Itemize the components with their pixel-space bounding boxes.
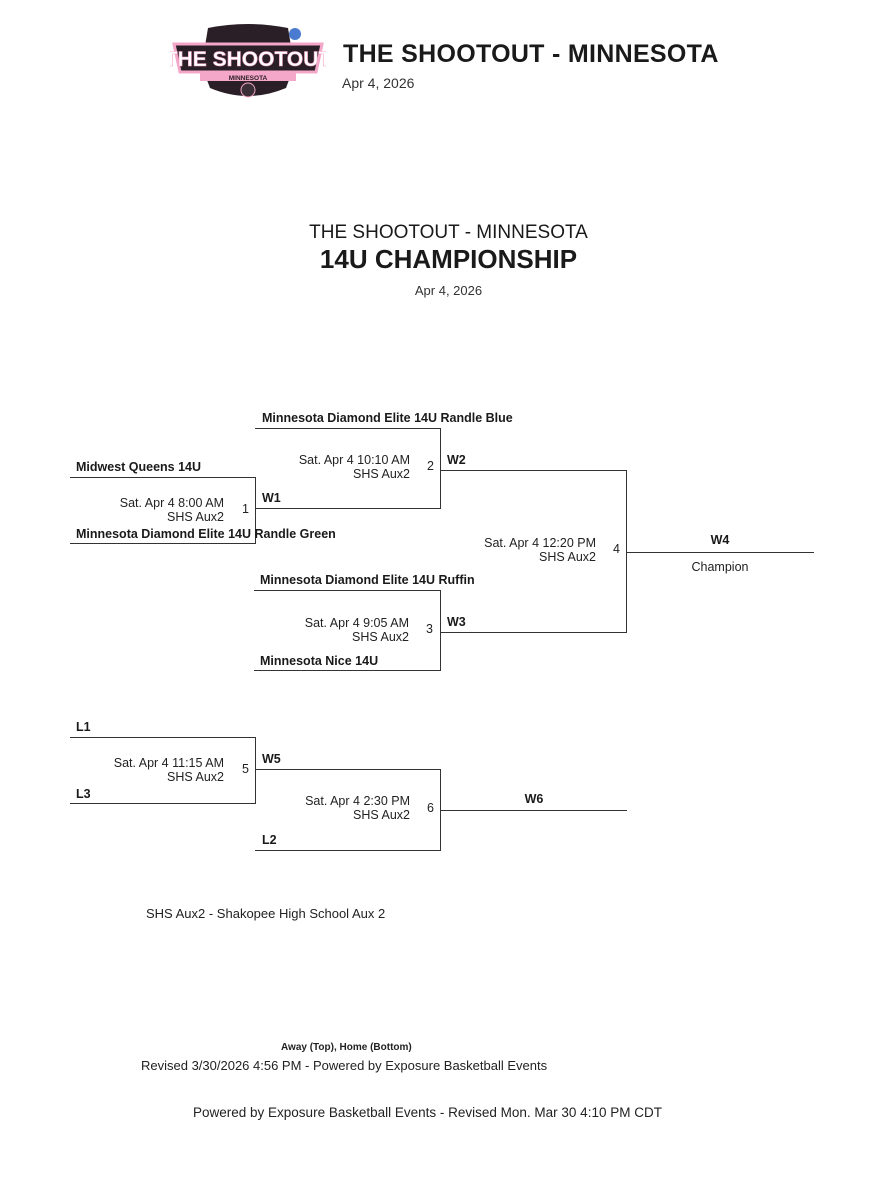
game3-location: SHS Aux2 xyxy=(352,630,409,644)
game3-info: Sat. Apr 4 9:05 AM SHS Aux2 xyxy=(275,616,409,644)
game6-top-line xyxy=(255,769,441,770)
game1-connector xyxy=(255,477,256,544)
game4-connector xyxy=(626,470,627,632)
game4-time: Sat. Apr 4 12:20 PM xyxy=(484,536,596,550)
page-title: THE SHOOTOUT - MINNESOTA xyxy=(343,40,719,68)
game2-away-team[interactable]: Minnesota Diamond Elite 14U Randle Blue xyxy=(262,411,513,425)
game3-connector xyxy=(440,590,441,670)
consolation-winner-line xyxy=(440,810,627,811)
game1-top-line xyxy=(70,477,256,478)
footer-text: Powered by Exposure Basketball Events - … xyxy=(193,1105,662,1120)
game6-home-slot[interactable]: L2 xyxy=(262,833,277,847)
bracket-title: THE SHOOTOUT - MINNESOTA xyxy=(309,222,588,243)
game4-number: 4 xyxy=(613,542,620,556)
game4-home-slot[interactable]: W3 xyxy=(447,615,466,629)
game1-time: Sat. Apr 4 8:00 AM xyxy=(119,496,224,510)
game5-top-line xyxy=(70,737,256,738)
game3-top-line xyxy=(254,590,441,591)
game3-bottom-line xyxy=(254,670,441,671)
page-date: Apr 4, 2026 xyxy=(342,75,415,91)
game1-away-team[interactable]: Midwest Queens 14U xyxy=(76,460,202,474)
game2-home-slot[interactable]: W1 xyxy=(262,491,281,505)
game1-number: 1 xyxy=(242,502,249,516)
bracket-subtitle: 14U CHAMPIONSHIP xyxy=(319,244,578,274)
game5-connector xyxy=(255,737,256,803)
location-legend: SHS Aux2 - Shakopee High School Aux 2 xyxy=(146,906,386,921)
revised-note: Revised 3/30/2026 4:56 PM - Powered by E… xyxy=(141,1058,548,1073)
game6-info: Sat. Apr 4 2:30 PM SHS Aux2 xyxy=(276,794,410,822)
game5-away-slot[interactable]: L1 xyxy=(76,720,91,734)
game1-info: Sat. Apr 4 8:00 AM SHS Aux2 xyxy=(90,496,224,524)
game4-bottom-line xyxy=(440,632,627,633)
game5-bottom-line xyxy=(70,803,256,804)
game1-location: SHS Aux2 xyxy=(167,510,224,524)
game6-away-slot[interactable]: W5 xyxy=(262,752,281,766)
svg-text:THE SHOOTOUT: THE SHOOTOUT xyxy=(170,48,326,71)
game3-number: 3 xyxy=(426,622,433,636)
game1-home-team[interactable]: Minnesota Diamond Elite 14U Randle Green xyxy=(76,527,336,541)
game3-home-team[interactable]: Minnesota Nice 14U xyxy=(260,654,379,668)
champion-line xyxy=(626,552,814,553)
champion-label: Champion xyxy=(691,560,749,574)
game4-location: SHS Aux2 xyxy=(539,550,596,564)
game1-bottom-line xyxy=(70,543,256,544)
away-home-note: Away (Top), Home (Bottom) xyxy=(281,1042,412,1053)
game5-number: 5 xyxy=(242,762,249,776)
game3-away-team[interactable]: Minnesota Diamond Elite 14U Ruffin xyxy=(260,573,475,587)
game6-time: Sat. Apr 4 2:30 PM xyxy=(305,794,410,808)
bracket-date: Apr 4, 2026 xyxy=(414,283,483,298)
game5-time: Sat. Apr 4 11:15 AM xyxy=(113,756,224,770)
game4-top-line xyxy=(440,470,627,471)
game2-location: SHS Aux2 xyxy=(353,467,410,481)
game5-home-slot[interactable]: L3 xyxy=(76,787,91,801)
game4-away-slot[interactable]: W2 xyxy=(447,453,466,467)
game4-info: Sat. Apr 4 12:20 PM SHS Aux2 xyxy=(462,536,596,564)
game6-bottom-line xyxy=(255,850,441,851)
consolation-winner-slot[interactable]: W6 xyxy=(524,792,544,806)
game5-location: SHS Aux2 xyxy=(167,770,224,784)
game3-time: Sat. Apr 4 9:05 AM xyxy=(304,616,409,630)
game2-connector xyxy=(440,428,441,508)
game2-bottom-line xyxy=(255,508,441,509)
game2-top-line xyxy=(255,428,441,429)
game6-connector xyxy=(440,769,441,850)
svg-text:MINNESOTA: MINNESOTA xyxy=(229,75,268,82)
game6-number: 6 xyxy=(427,801,434,815)
game6-location: SHS Aux2 xyxy=(353,808,410,822)
shootout-logo: THE SHOOTOUT MINNESOTA xyxy=(170,24,326,98)
champion-slot[interactable]: W4 xyxy=(710,533,730,547)
game5-info: Sat. Apr 4 11:15 AM SHS Aux2 xyxy=(90,756,224,784)
game2-info: Sat. Apr 4 10:10 AM SHS Aux2 xyxy=(276,453,410,481)
game2-time: Sat. Apr 4 10:10 AM xyxy=(298,453,410,467)
game2-number: 2 xyxy=(427,459,434,473)
